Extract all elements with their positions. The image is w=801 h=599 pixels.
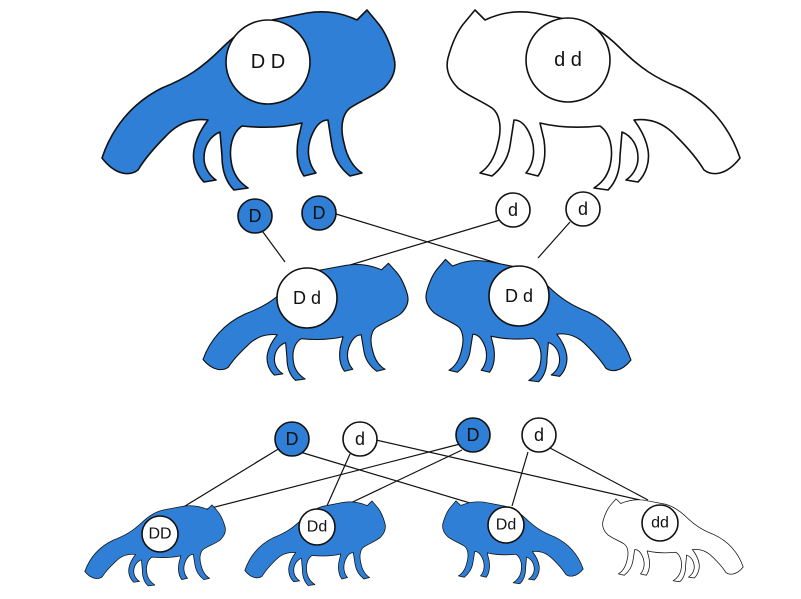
- gamete-parent-3: d: [495, 192, 531, 228]
- svg-text:D: D: [286, 429, 299, 449]
- svg-text:Dd: Dd: [307, 519, 327, 536]
- f1-fox-2-genotype: D d: [488, 265, 550, 327]
- gamete-lines-parents: [259, 213, 571, 269]
- parent-fox-recessive-genotype: d d: [525, 17, 611, 103]
- genotype-label: D D: [251, 51, 285, 73]
- svg-text:Dd: Dd: [496, 517, 516, 534]
- svg-text:D d: D d: [293, 288, 321, 308]
- f2-fox-1-genotype: DD: [141, 515, 179, 553]
- genotype-label: d d: [554, 49, 582, 71]
- f2-fox-3-genotype: Dd: [487, 506, 525, 544]
- f2-fox-2-genotype: Dd: [298, 508, 336, 546]
- f2-fox-4-genotype: dd: [641, 504, 679, 542]
- gamete-parent-4: d: [565, 191, 601, 227]
- gamete-parent-1: D: [237, 198, 273, 234]
- gamete-f1-3: D: [455, 417, 491, 453]
- gamete-lines-f1: [171, 439, 649, 517]
- parent-fox-dominant-genotype: D D: [225, 19, 311, 105]
- svg-text:dd: dd: [651, 515, 669, 532]
- svg-text:d: d: [534, 425, 544, 445]
- gamete-parent-2: D: [301, 195, 337, 231]
- svg-text:D: D: [313, 203, 326, 223]
- f1-fox-1-genotype: D d: [276, 267, 338, 329]
- svg-text:D: D: [467, 425, 480, 445]
- svg-text:D: D: [249, 206, 262, 226]
- svg-text:d: d: [578, 199, 588, 219]
- gamete-f1-2: d: [342, 421, 378, 457]
- svg-text:d: d: [355, 429, 365, 449]
- gamete-f1-4: d: [521, 417, 557, 453]
- svg-text:DD: DD: [148, 526, 171, 543]
- gamete-f1-1: D: [274, 421, 310, 457]
- svg-text:D d: D d: [505, 286, 533, 306]
- svg-text:d: d: [508, 200, 518, 220]
